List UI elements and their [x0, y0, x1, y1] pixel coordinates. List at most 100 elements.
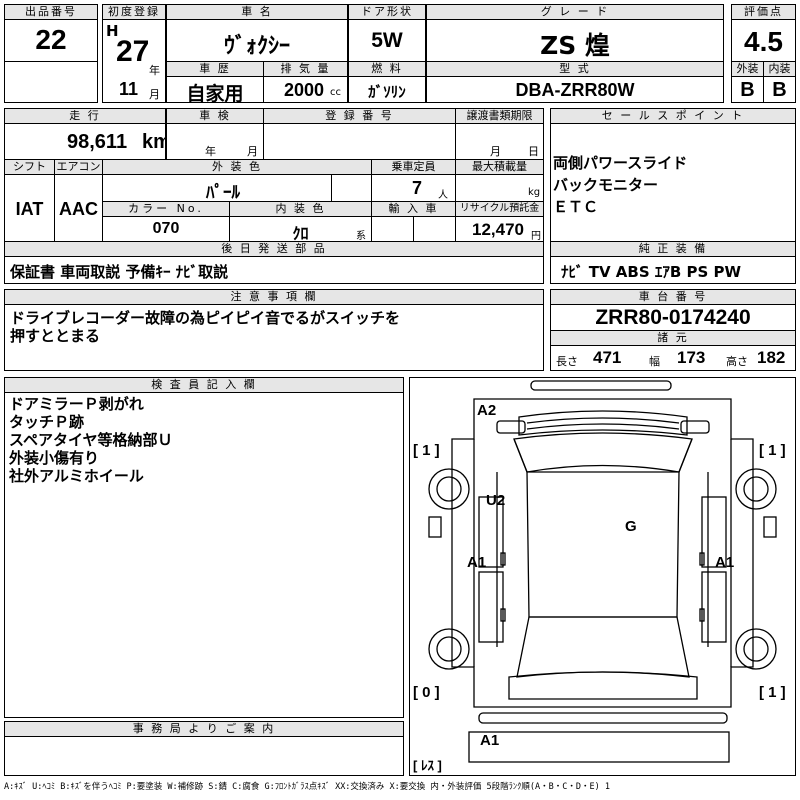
hood [518, 410, 688, 436]
displacement-unit: cc [330, 87, 341, 98]
width-label: 幅 [649, 355, 660, 368]
sales-point-item: 両側パワースライド [553, 154, 688, 172]
plate-cell [263, 123, 456, 160]
inspector-line: タッチＰ跡 [9, 413, 85, 431]
chassis-header: 車 台 番 号 [550, 289, 796, 305]
mark-a1-bottom: A1 [480, 732, 499, 749]
chassis-cell: ZRR80-0174240 [550, 304, 796, 331]
office-cell [4, 736, 404, 776]
inspector-line: スペアタイヤ等格納部Ｕ [9, 431, 173, 449]
history-cell: 自家用 [166, 76, 264, 105]
mileage-header: 走 行 [4, 108, 166, 124]
max-load-header: 最大積載量 [455, 159, 544, 175]
color-number: 070 [152, 220, 180, 237]
tire-rear-left-inner [436, 636, 462, 662]
specs-header: 諸 元 [550, 330, 796, 346]
year-unit: 年 [149, 64, 160, 77]
inspector-cell: ドアミラーＰ剥がれ タッチＰ跡 スペアタイヤ等格納部Ｕ 外装小傷有り 社外アルミ… [4, 392, 404, 718]
aircon-cell: AAC [54, 174, 103, 242]
lot-number: 22 [35, 24, 67, 55]
max-load-cell: kg [455, 174, 544, 202]
history-header: 車 歴 [166, 61, 264, 77]
shift-header: シフト [4, 159, 55, 175]
door-type: 5W [371, 29, 403, 52]
mark-a1-right: A1 [715, 554, 734, 571]
spare-tire-depth: [ ﾚｽ ] [413, 758, 442, 773]
notes-cell: ドライブレコーダー故障の為ピイピイ音でるがスイッチを 押すととまる [4, 304, 544, 371]
color-cell: ﾊﾟｰﾙ [102, 174, 332, 203]
mark-u2: U2 [486, 492, 505, 509]
score: 4.5 [744, 26, 783, 57]
seats-header: 乗車定員 [371, 159, 456, 175]
length-label: 長さ [556, 355, 578, 368]
tire-front-right-depth: [ 1 ] [759, 442, 786, 459]
right-handle-rear [699, 608, 705, 622]
left-door-front [478, 496, 504, 568]
model-cell: ｳﾞｫｸｼｰ [166, 19, 348, 62]
fuel: ｶﾞｿﾘﾝ [368, 83, 406, 101]
tire-rear-right [735, 628, 777, 670]
exterior-grade-cell: B [731, 76, 764, 103]
spare-panel [468, 731, 730, 763]
reg-month: 11 [119, 79, 139, 99]
width: 173 [677, 348, 706, 367]
inspector-line: ドアミラーＰ剥がれ [9, 395, 144, 413]
grade-cell: ZS 煌 [426, 19, 724, 62]
inspection-cell: 年 月 [166, 123, 264, 160]
inspection-year-unit: 年 [205, 145, 216, 158]
front-bumper [530, 380, 672, 391]
interior-color-header: 内 装 色 [229, 201, 372, 217]
notes-line: 押すととまる [10, 327, 101, 345]
displacement-header: 排 気 量 [263, 61, 348, 77]
model-name: ｳﾞｫｸｼｰ [223, 34, 290, 59]
right-door-rear [701, 571, 727, 643]
specs-cell: 長さ 471 幅 173 高さ 182 [550, 345, 796, 371]
lot-number-blank [4, 61, 98, 103]
color-number-cell: 070 [102, 216, 230, 242]
car-damage-diagram: A2 U2 G A1 A1 A1 [ 1 ] [ 1 ] [ 0 ] [ 1 ]… [413, 380, 786, 773]
lot-number-cell: 22 [4, 19, 98, 62]
tire-rear-left [428, 628, 470, 670]
equipment-cell: ﾅﾋﾞ TV ABS ｴｱB PS PW [550, 256, 796, 284]
mirror-right [763, 516, 777, 538]
exterior-color: ﾊﾟｰﾙ [206, 183, 240, 203]
inspector-line: 外装小傷有り [9, 449, 100, 467]
transfer-day-unit: 日 [528, 145, 539, 158]
interior-color-unit: 系 [356, 231, 366, 242]
sales-points-header: セ ー ル ス ポ イ ン ト [550, 108, 796, 124]
transfer-doc-header: 譲渡書類期限 [455, 108, 544, 124]
import-header: 輸 入 車 [371, 201, 456, 217]
later-parts-cell: 保証書 車両取説 予備ｷｰ ﾅﾋﾞ取説 [4, 256, 544, 284]
mileage-cell: 98,611 km [4, 123, 171, 160]
hood-lines [526, 417, 680, 430]
displacement-cell: 2000 cc [263, 76, 348, 103]
tailgate [508, 671, 698, 700]
recycle-cell: 12,470 円 [455, 216, 544, 242]
first-registration-header: 初度登録 [102, 4, 166, 20]
sales-point-item: バックモニター [553, 176, 659, 194]
score-cell: 4.5 [731, 19, 796, 62]
aircon: AAC [59, 199, 98, 219]
height: 182 [757, 348, 786, 367]
history: 自家用 [186, 83, 244, 105]
left-door-rear [478, 571, 504, 643]
sales-points-cell: 両側パワースライド バックモニター ＥＴＣ [550, 123, 796, 242]
exterior-grade-header: 外装 [731, 61, 764, 77]
interior-color-cell: ｸﾛ 系 [229, 216, 372, 243]
displacement: 2000 [284, 80, 325, 100]
mark-g: G [625, 518, 637, 535]
mirror-left [428, 516, 442, 538]
mark-a2: A2 [477, 402, 496, 419]
tire-rear-right-inner [743, 636, 769, 662]
transfer-doc-cell: 月 日 [455, 123, 544, 160]
import-cell-left [371, 216, 414, 242]
rear-window [516, 616, 690, 678]
equipment-header: 純 正 装 備 [550, 241, 796, 257]
inspection-month-unit: 月 [247, 145, 258, 158]
recycle-unit: 円 [531, 231, 541, 242]
plate-header: 登 録 番 号 [263, 108, 456, 124]
headlight-right [680, 420, 710, 434]
exterior-grade: B [740, 79, 755, 101]
sales-points-list: 両側パワースライド バックモニター ＥＴＣ [553, 152, 687, 218]
right-door-front [701, 496, 727, 568]
